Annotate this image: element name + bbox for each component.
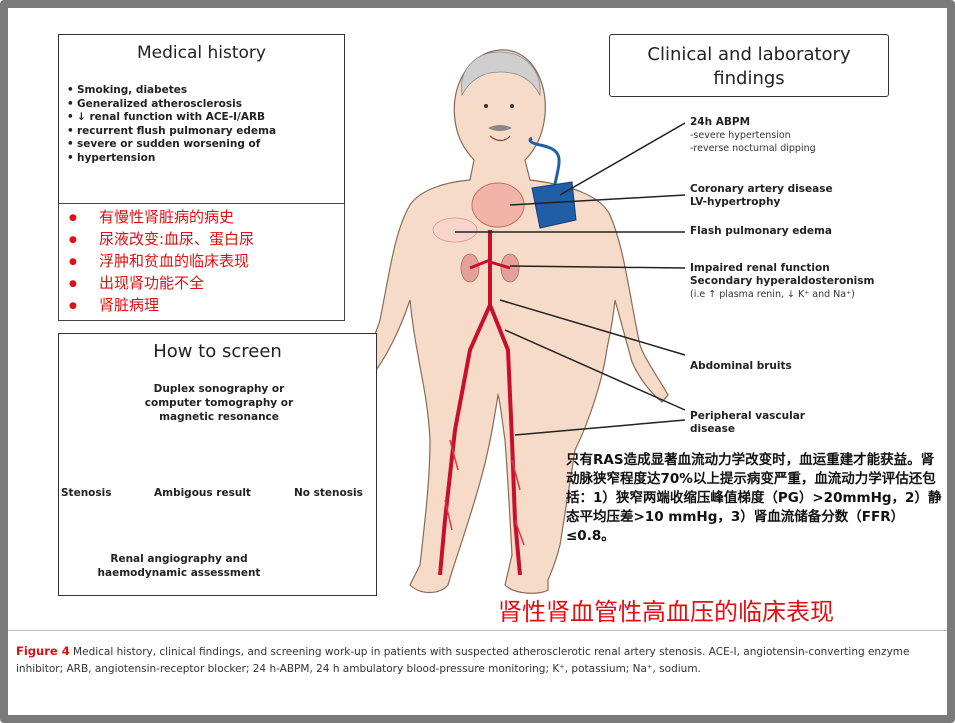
clinical-findings-header: Clinical and laboratory findings xyxy=(609,34,889,97)
followup-text: Renal angiography and haemodynamic asses… xyxy=(79,552,279,580)
list-item: 出现肾功能不全 xyxy=(69,272,344,294)
divider xyxy=(8,630,947,631)
caption-text: Medical history, clinical findings, and … xyxy=(16,646,910,675)
clinical-title-line2: findings xyxy=(610,67,888,91)
list-item: hypertension xyxy=(67,152,276,166)
finding-bruits: Abdominal bruits xyxy=(690,360,792,373)
outcome-no-stenosis: No stenosis xyxy=(294,486,363,500)
medical-history-title: Medical history xyxy=(59,43,344,63)
eye-right xyxy=(510,104,514,108)
slide-title: 肾性肾血管性高血压的临床表现 xyxy=(498,592,834,627)
finding-renal: Impaired renal function Secondary hypera… xyxy=(690,262,874,301)
chronic-features-box: 有慢性肾脏病的病史 尿液改变:血尿、蛋白尿 浮肿和贫血的临床表现 出现肾功能不全… xyxy=(58,203,345,321)
screening-title: How to screen xyxy=(59,341,376,362)
hemodynamic-note: 只有RAS造成显著血流动力学改变时，血运重建才能获益。肾动脉狭窄程度达70%以上… xyxy=(566,451,946,546)
eye-left xyxy=(484,104,488,108)
finding-pvd: Peripheral vascular disease xyxy=(690,410,805,436)
medical-history-panel: Medical history Smoking, diabetes Genera… xyxy=(58,34,345,207)
finding-abpm: 24h ABPM -severe hypertension -reverse n… xyxy=(690,116,816,155)
finding-flash-edema: Flash pulmonary edema xyxy=(690,225,832,238)
outcome-stenosis: Stenosis xyxy=(61,486,112,500)
medical-history-list: Smoking, diabetes Generalized atheroscle… xyxy=(67,84,276,165)
list-item: ↓ renal function with ACE-I/ARB xyxy=(67,111,276,125)
screening-panel: How to screen Duplex sonography or compu… xyxy=(58,333,377,596)
cuff-tube xyxy=(530,138,559,184)
finding-cad: Coronary artery disease LV-hypertrophy xyxy=(690,183,833,209)
list-item: 肾脏病理 xyxy=(69,294,344,316)
figure-caption: Figure 4 Medical history, clinical findi… xyxy=(16,643,946,678)
screening-methods: Duplex sonography or computer tomography… xyxy=(99,382,339,424)
list-item: recurrent flush pulmonary edema xyxy=(67,125,276,139)
list-item: 有慢性肾脏病的病史 xyxy=(69,206,344,228)
list-item: 尿液改变:血尿、蛋白尿 xyxy=(69,228,344,250)
list-item: severe or sudden worsening of xyxy=(67,138,276,152)
clinical-title-line1: Clinical and laboratory xyxy=(610,43,888,67)
figure-label: Figure 4 xyxy=(16,644,70,658)
lungs-icon xyxy=(433,218,477,242)
list-item: Smoking, diabetes xyxy=(67,84,276,98)
list-item: Generalized atherosclerosis xyxy=(67,98,276,112)
outcome-ambiguous: Ambigous result xyxy=(154,486,251,500)
list-item: 浮肿和贫血的临床表现 xyxy=(69,250,344,272)
